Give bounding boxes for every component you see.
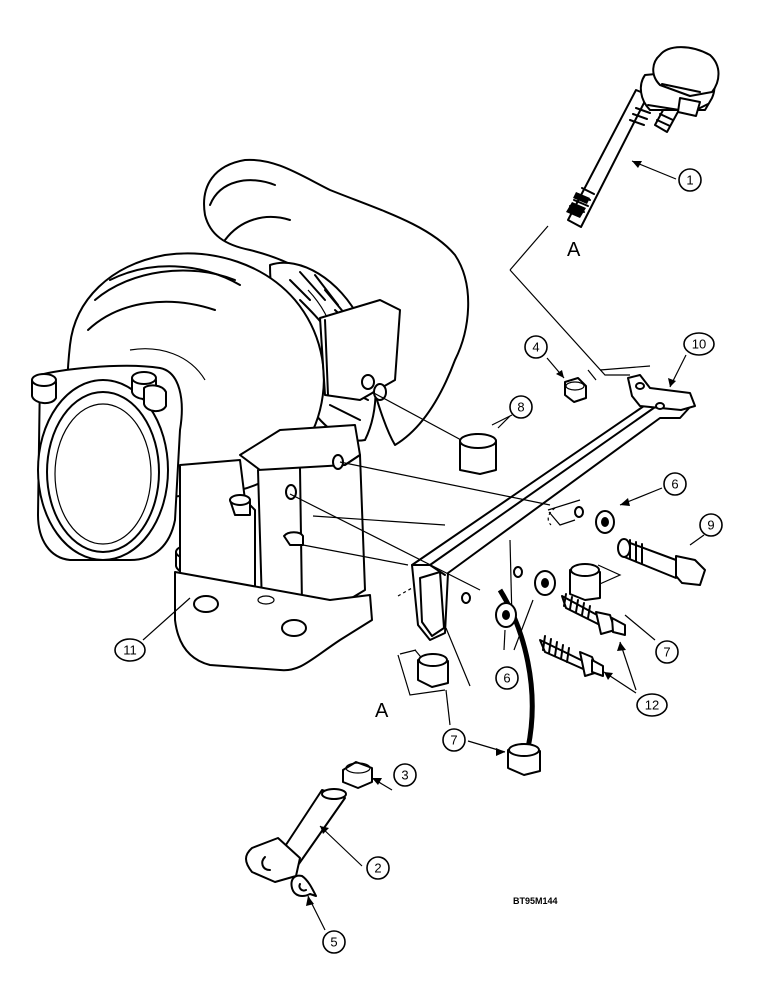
- rod-thread-lower: [566, 187, 595, 218]
- stud-12b-threads: [542, 635, 570, 663]
- bolt-9-threads: [629, 539, 643, 564]
- callout-8-label: 8: [517, 400, 524, 415]
- callout-4: 4: [524, 335, 548, 359]
- callout-7-right-label: 7: [663, 645, 670, 660]
- spacers-part-7: [417, 563, 656, 776]
- callout-4-label: 4: [532, 340, 539, 355]
- callout-6-upper-label: 6: [671, 477, 678, 492]
- washers-part-6: [495, 487, 663, 651]
- nut-part-3: [342, 761, 393, 791]
- callout-9: 9: [699, 513, 723, 537]
- view-label-a-bottom: A: [375, 700, 389, 722]
- callout-7-right: 7: [655, 640, 679, 664]
- turbocharger: [31, 158, 470, 672]
- callout-2: 2: [366, 856, 390, 880]
- studs-part-12: [539, 593, 637, 694]
- callout-6-lower: 6: [495, 666, 519, 690]
- nut-part-4: [546, 357, 587, 403]
- callout-11: 11: [114, 638, 146, 662]
- callout-7-lower: 7: [442, 728, 466, 752]
- rod-end-part-2: [245, 788, 363, 883]
- callout-1: 1: [678, 168, 702, 192]
- callout-10: 10: [683, 332, 715, 356]
- actuator-rod: [566, 46, 720, 228]
- callout-11-label: 11: [123, 643, 137, 658]
- rod-thread-upper: [629, 107, 651, 126]
- stud-12a-threads: [563, 593, 591, 619]
- callout-10-label: 10: [692, 337, 706, 352]
- figure-reference-code: BT95M144: [513, 896, 558, 906]
- callout-8: 8: [509, 395, 533, 419]
- callout-3: 3: [393, 763, 417, 787]
- callout-6-upper: 6: [663, 472, 687, 496]
- spacer-part-8: [459, 414, 513, 475]
- leader-11: [142, 597, 191, 641]
- callout-7-lower-label: 7: [450, 733, 457, 748]
- callout-5-label: 5: [330, 935, 337, 950]
- alignment-lines: [289, 225, 651, 696]
- callout-1-label: 1: [686, 173, 693, 188]
- bolt-part-9: [617, 534, 706, 586]
- callout-2-label: 2: [374, 861, 381, 876]
- callout-5: 5: [322, 930, 346, 954]
- callout-9-label: 9: [707, 518, 714, 533]
- view-label-a-top: A: [567, 239, 581, 261]
- leader-8: [497, 415, 511, 429]
- callout-3-label: 3: [401, 768, 408, 783]
- clip-part-5: [290, 874, 326, 931]
- callout-12: 12: [636, 693, 668, 717]
- callout-6-lower-label: 6: [503, 671, 510, 686]
- callout-12-label: 12: [645, 698, 659, 713]
- mounting-bracket: [411, 374, 696, 641]
